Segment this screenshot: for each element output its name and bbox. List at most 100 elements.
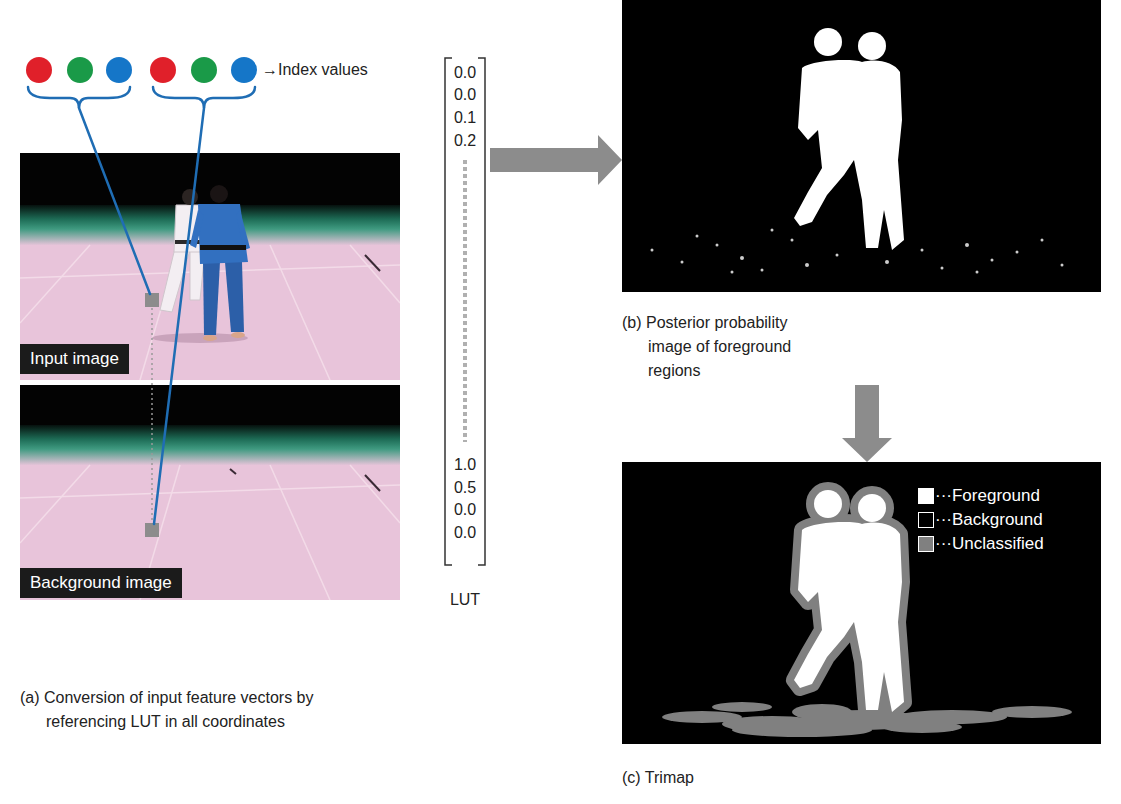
judoka-blue — [190, 185, 250, 341]
unclassified-blobs — [712, 702, 772, 712]
lut-value: 0.5 — [440, 478, 490, 498]
feature-brace — [28, 87, 130, 108]
input-photo — [20, 153, 400, 380]
legend-swatch — [918, 512, 934, 528]
index-circles — [26, 57, 52, 83]
index-circles — [67, 57, 93, 83]
judoka-blue — [236, 210, 250, 250]
judo-hall-scene — [20, 385, 400, 600]
noise-dots — [651, 229, 1064, 274]
pixel-marker — [145, 523, 159, 537]
background-image-panel: Background image — [20, 385, 400, 600]
panel-caption: (b) Posterior probability image of foreg… — [622, 311, 820, 383]
noise-dots — [805, 263, 809, 267]
legend-text: ···Unclassified — [935, 532, 1044, 556]
noise-dots — [921, 249, 924, 252]
lut-bracket — [445, 58, 452, 565]
lut-vector: 0.00.00.10.21.00.50.00.0LUT — [440, 55, 490, 615]
noise-dots — [681, 261, 684, 264]
noise-dots — [716, 244, 719, 247]
legend-row: ···Foreground — [918, 484, 1044, 508]
legend: ···Foreground···Background···Unclassifie… — [918, 484, 1044, 556]
legend-text: ···Foreground — [935, 484, 1040, 508]
judoka-blue — [210, 185, 228, 203]
noise-dots — [1041, 239, 1044, 242]
noise-dots — [761, 269, 764, 272]
judoka-blue — [200, 245, 246, 250]
noise-dots — [1016, 251, 1019, 254]
pixel-marker — [145, 293, 159, 307]
lut-value: 0.0 — [440, 500, 490, 520]
trimap-image — [622, 462, 1101, 744]
lut-value: 0.0 — [440, 63, 490, 83]
posterior-image — [622, 0, 1101, 292]
legend-row: ···Unclassified — [918, 532, 1044, 556]
noise-dots — [651, 249, 654, 252]
index-circles — [231, 57, 257, 83]
noise-dots — [1061, 264, 1064, 267]
legend-swatch — [918, 488, 934, 504]
unclassified-blobs — [992, 706, 1072, 718]
noise-dots — [885, 260, 889, 264]
index-circles — [191, 57, 217, 83]
index-circles — [26, 57, 257, 83]
legend-text: ···Background — [935, 508, 1043, 532]
noise-dots — [771, 229, 774, 232]
input-image-panel: Input image — [20, 153, 400, 380]
lut-value: 1.0 — [440, 455, 490, 475]
leader-line — [154, 108, 204, 524]
lut-value: 0.0 — [440, 85, 490, 105]
block-arrow — [842, 385, 892, 462]
unclassified-blobs — [882, 721, 962, 733]
legend-swatch — [918, 536, 934, 552]
noise-dots — [991, 259, 994, 262]
judoka-white — [182, 189, 198, 205]
judoka-blue — [203, 335, 217, 341]
legend-row: ···Background — [918, 508, 1044, 532]
lut-value: 0.0 — [440, 523, 490, 543]
image-label: Input image — [20, 344, 129, 374]
lut-value: 0.2 — [440, 131, 490, 151]
panel-caption: (c) Trimap — [622, 766, 948, 790]
judo-hall-scene — [20, 153, 400, 380]
index-circles — [106, 57, 132, 83]
judoka-blue — [225, 262, 244, 332]
noise-dots — [976, 271, 979, 274]
index-circles — [150, 57, 176, 83]
trimap-image — [794, 490, 904, 712]
feature-brace — [153, 87, 255, 108]
lut-bracket — [478, 58, 485, 565]
lut-value: 0.1 — [440, 108, 490, 128]
noise-dots — [791, 239, 794, 242]
unclassified-blobs — [732, 723, 872, 737]
noise-dots — [740, 256, 744, 260]
correspondence-line — [151, 308, 153, 522]
noise-dots — [731, 271, 734, 274]
posterior-image-panel: (b) Posterior probability image of foreg… — [622, 0, 1101, 385]
noise-dots — [696, 235, 699, 238]
noise-dots — [941, 267, 944, 270]
posterior-image — [622, 0, 1101, 292]
judoka-blue — [231, 332, 245, 338]
trimap-image — [794, 490, 904, 712]
judoka-blue — [203, 262, 220, 335]
lut-ellipsis — [463, 160, 467, 442]
unclassified-blobs — [792, 704, 852, 720]
block-arrow — [490, 135, 622, 185]
background-photo — [20, 385, 400, 600]
vector-name: LUT — [440, 590, 490, 610]
noise-dots — [965, 243, 969, 247]
judoka-white — [152, 189, 248, 343]
trimap-image — [622, 462, 1101, 744]
posterior-image — [794, 28, 904, 250]
index-values-label: →Index values — [262, 59, 368, 81]
noise-dots — [836, 254, 839, 257]
figure-caption: (a) Conversion of input feature vectors … — [20, 686, 361, 734]
leader-line — [79, 108, 150, 294]
judoka-white — [152, 333, 248, 343]
feature-brace — [28, 87, 255, 524]
image-label: Background image — [20, 568, 182, 598]
